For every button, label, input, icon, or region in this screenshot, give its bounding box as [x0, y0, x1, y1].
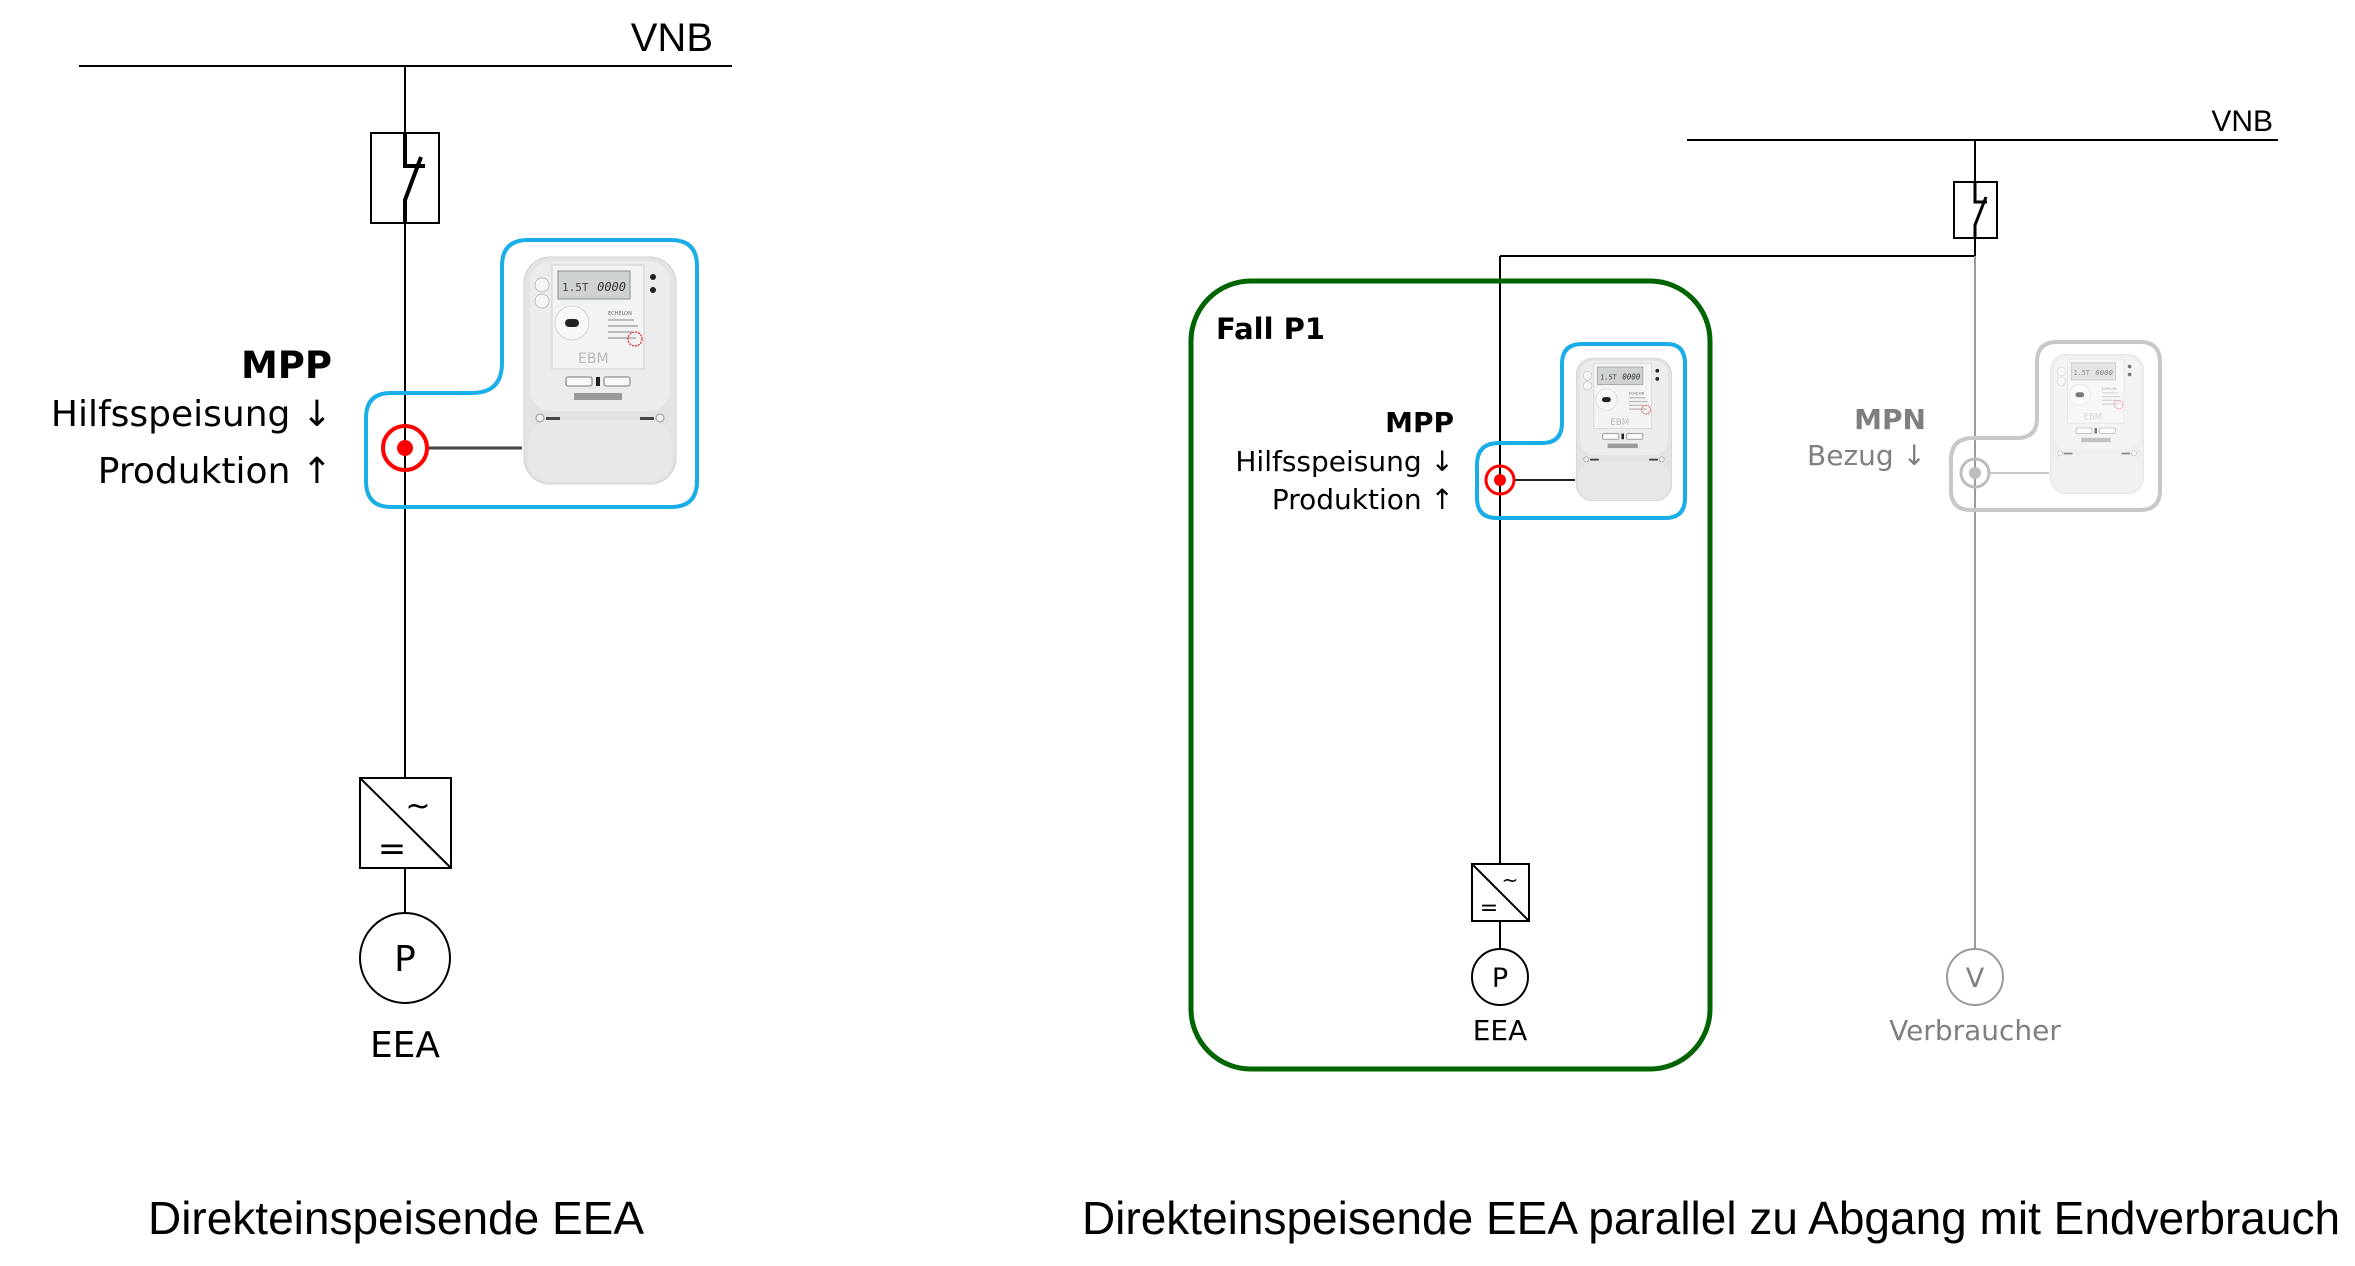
consumption-smart-meter — [2049, 353, 2145, 495]
consumer-symbol — [1946, 948, 2004, 1006]
generator-letter: P — [1492, 963, 1508, 994]
measuring-point-line1: Hilfsspeisung ↓ — [51, 394, 332, 435]
generator-symbol — [359, 912, 451, 1004]
consumer-label: Verbraucher — [1889, 1014, 2061, 1047]
measuring-point-ring — [381, 424, 429, 472]
measuring-point-line2: Produktion ↑ — [98, 451, 332, 492]
production-meter-outline — [1475, 342, 1687, 520]
generator-label: EEA — [1473, 1014, 1528, 1047]
production-point-line2: Produktion ↑ — [1272, 483, 1454, 516]
left-caption: Direkteinspeisende EEA — [148, 1192, 644, 1244]
left-diagram: VNB MPP Hilfsspeisung ↓ Produktion ↑ ~ =… — [51, 16, 732, 1244]
inverter: ~ = — [1471, 863, 1530, 922]
breaker-switch — [1953, 181, 1998, 239]
production-measuring-point-dot — [1494, 474, 1506, 486]
breaker-switch — [370, 132, 440, 224]
consumption-measuring-point-ring — [1959, 457, 1991, 489]
production-point-title: MPP — [1385, 406, 1454, 439]
consumption-point-title: MPN — [1854, 403, 1926, 436]
dc-symbol: = — [1480, 896, 1498, 921]
generator-letter: P — [394, 939, 416, 980]
grid-label: VNB — [2211, 105, 2273, 138]
grid-label: VNB — [631, 16, 713, 60]
right-diagram: VNB Fall P1 MPP Hilfsspeisung ↓ Produkti… — [1082, 105, 2340, 1244]
right-caption: Direkteinspeisende EEA parallel zu Abgan… — [1082, 1192, 2340, 1244]
consumption-meter-outline — [1949, 340, 2162, 512]
ac-symbol: ~ — [1502, 868, 1519, 892]
consumption-measuring-point-dot — [1969, 467, 1981, 479]
meter-outline — [364, 238, 699, 509]
generator-label: EEA — [370, 1025, 440, 1066]
production-measuring-point-ring — [1484, 464, 1516, 496]
consumer-letter: V — [1966, 963, 1985, 994]
inverter: ~ = — [359, 777, 452, 869]
measuring-point-title: MPP — [241, 344, 332, 387]
production-point-line1: Hilfsspeisung ↓ — [1235, 445, 1454, 478]
case-label: Fall P1 — [1216, 312, 1325, 346]
dc-symbol: = — [378, 829, 407, 869]
case-frame — [1188, 278, 1713, 1072]
production-smart-meter — [1575, 357, 1673, 502]
ac-symbol: ~ — [405, 789, 430, 824]
measuring-point-dot — [397, 440, 413, 456]
switch-icon — [1973, 182, 1988, 238]
consumption-point-line1: Bezug ↓ — [1807, 439, 1926, 472]
smart-meter — [523, 256, 677, 485]
switch-icon — [403, 133, 425, 223]
generator-symbol — [1471, 948, 1529, 1006]
